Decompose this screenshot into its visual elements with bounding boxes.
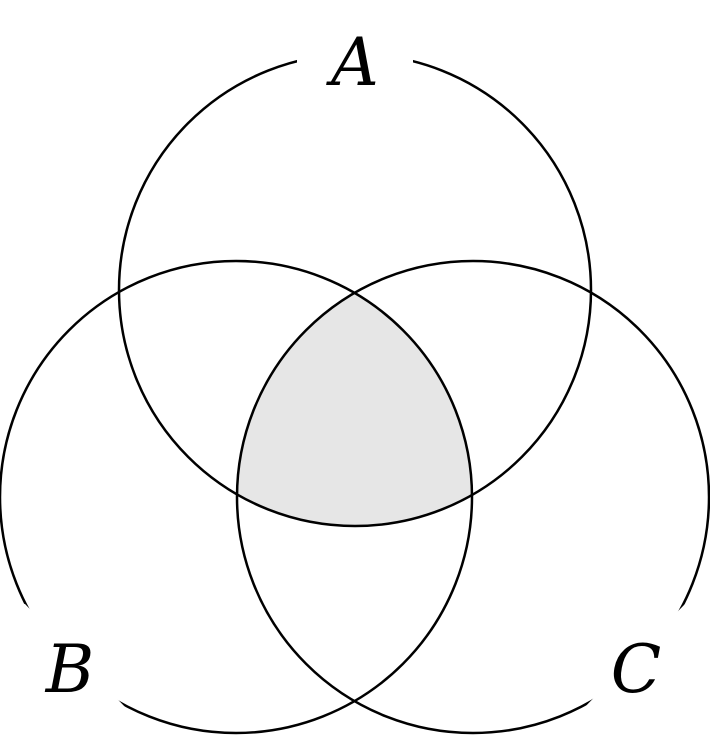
intersection-abc-shading — [237, 261, 472, 526]
set-c-circle — [235, 259, 710, 735]
set-a-label: A — [325, 24, 379, 101]
set-a-circle — [117, 52, 593, 528]
set-c-label: C — [611, 631, 662, 708]
set-b-label: B — [45, 631, 95, 708]
set-b-circle — [0, 259, 474, 735]
